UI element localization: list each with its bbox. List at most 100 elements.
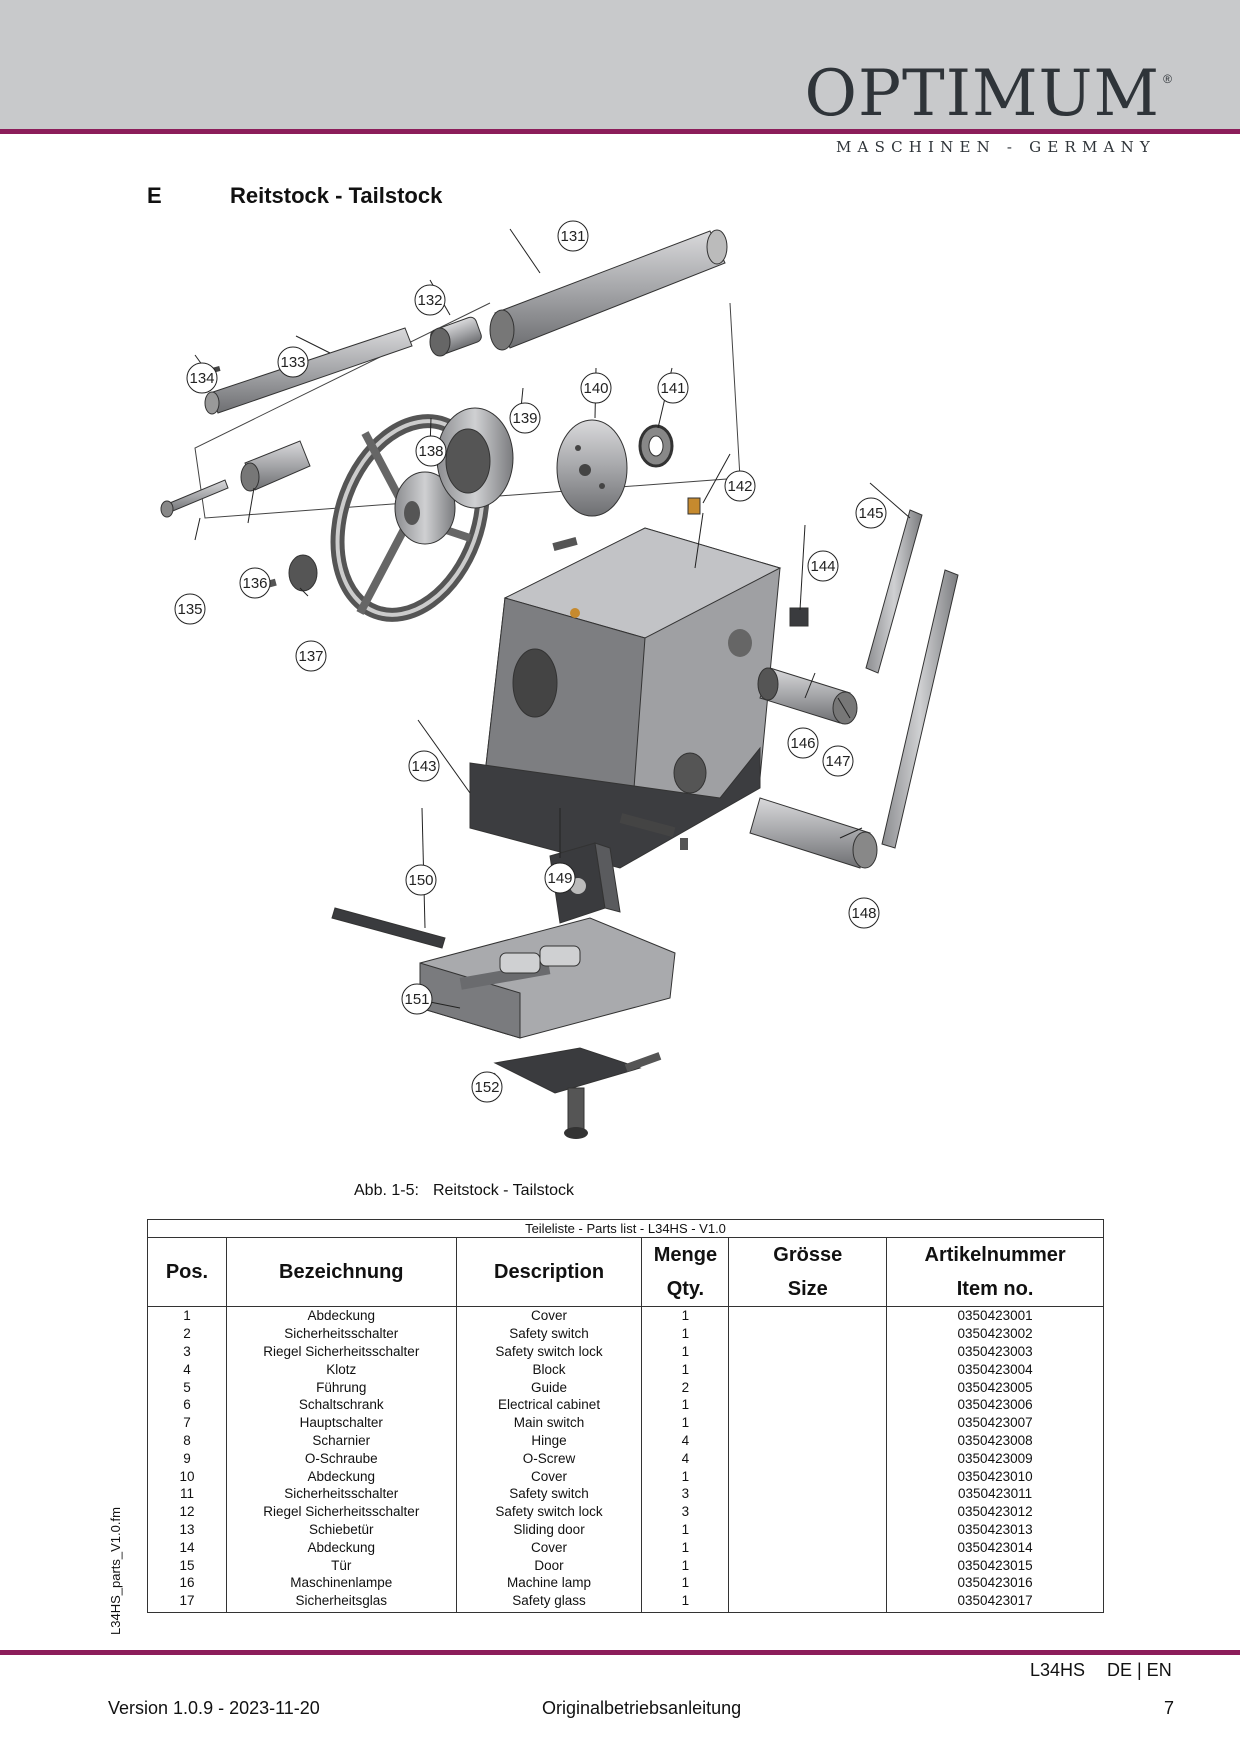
part-clamp-plate <box>493 1047 662 1139</box>
part-tailstock-body <box>469 527 782 869</box>
row-description: Main switch <box>455 1413 643 1432</box>
row-pos: 2 <box>147 1324 227 1343</box>
row-size <box>728 1484 888 1503</box>
row-pos: 15 <box>147 1556 227 1574</box>
row-size <box>728 1520 888 1539</box>
footer-version: Version 1.0.9 - 2023-11-20 <box>108 1698 320 1718</box>
callout-143: 143 <box>408 750 440 782</box>
side-file-name: L34HS_parts_V1.0.fm <box>108 1507 123 1635</box>
row-description: Guide <box>455 1378 643 1396</box>
callout-141: 141 <box>657 372 689 404</box>
row-description: Safety switch lock <box>455 1502 643 1521</box>
row-size <box>728 1306 888 1325</box>
part-handwheel <box>330 414 490 622</box>
callout-138: 138 <box>415 435 447 467</box>
callout-144: 144 <box>807 550 839 582</box>
svg-text:150: 150 <box>408 872 433 889</box>
row-qty: 2 <box>641 1378 730 1396</box>
footer-page-number: 7 <box>1164 1698 1175 1718</box>
callout-135: 135 <box>174 593 206 625</box>
header-pos: Pos. <box>147 1237 227 1307</box>
callout-134: 134 <box>186 362 218 394</box>
row-qty: 1 <box>641 1520 730 1539</box>
header-item-en: Item no. <box>956 1278 1034 1300</box>
row-size <box>728 1556 888 1574</box>
callout-137: 137 <box>295 640 327 672</box>
row-pos: 7 <box>147 1413 227 1432</box>
section-title: Reitstock - Tailstock <box>230 183 443 208</box>
row-bezeichnung: Tür <box>225 1556 457 1574</box>
row-item-no: 0350423011 <box>886 1484 1104 1503</box>
svg-text:138: 138 <box>418 443 443 460</box>
callout-142: 142 <box>724 470 756 502</box>
row-qty: 1 <box>641 1467 730 1485</box>
part-clamp-shaft <box>619 797 878 869</box>
row-bezeichnung: O-Schraube <box>225 1449 457 1468</box>
row-item-no: 0350423007 <box>886 1413 1104 1432</box>
row-pos: 12 <box>147 1502 227 1521</box>
brand-registered-mark: ® <box>1163 72 1172 86</box>
row-qty: 1 <box>641 1573 730 1592</box>
row-size <box>728 1467 888 1485</box>
row-size <box>728 1431 888 1450</box>
brand-subtitle: MASCHINEN - GERMANY <box>836 138 1156 156</box>
svg-text:146: 146 <box>790 735 815 752</box>
svg-text:144: 144 <box>810 558 835 575</box>
row-description: Block <box>455 1360 643 1379</box>
row-description: Safety switch <box>455 1324 643 1343</box>
row-item-no: 0350423005 <box>886 1378 1104 1396</box>
row-size <box>728 1449 888 1468</box>
callout-139: 139 <box>509 402 541 434</box>
row-size <box>728 1538 888 1557</box>
row-description: Machine lamp <box>455 1573 643 1592</box>
part-quill <box>489 229 728 351</box>
row-size <box>728 1395 888 1414</box>
row-bezeichnung: Sicherheitsschalter <box>225 1484 457 1503</box>
row-pos: 5 <box>147 1378 227 1396</box>
header-size-de: Grösse <box>773 1244 843 1266</box>
header-item-de: Artikelnummer <box>924 1244 1066 1266</box>
row-size <box>728 1342 888 1361</box>
row-description: Electrical cabinet <box>455 1395 643 1414</box>
callout-148: 148 <box>848 897 880 929</box>
row-description: Cover <box>455 1538 643 1557</box>
row-item-no: 0350423014 <box>886 1538 1104 1557</box>
row-item-no: 0350423006 <box>886 1395 1104 1414</box>
figure-caption-text: Reitstock - Tailstock <box>432 1182 575 1199</box>
part-clamp-block <box>789 607 809 627</box>
header-qty-de: Menge <box>653 1244 718 1266</box>
part-bearing-ring <box>436 407 578 551</box>
footer-rule <box>0 1650 1240 1655</box>
row-bezeichnung: Abdeckung <box>225 1306 457 1325</box>
row-pos: 8 <box>147 1431 227 1450</box>
header-description: Description <box>455 1237 643 1307</box>
callout-133: 133 <box>277 346 309 378</box>
row-description: O-Screw <box>455 1449 643 1468</box>
brand-logo: OPTIMUM <box>804 57 1160 131</box>
row-pos: 1 <box>147 1306 227 1325</box>
row-pos: 14 <box>147 1538 227 1557</box>
row-size <box>728 1591 888 1613</box>
header-rule <box>0 129 1240 134</box>
figure-caption-label: Abb. 1-5: <box>354 1182 419 1199</box>
part-oil-nipple <box>687 497 701 515</box>
row-pos: 9 <box>147 1449 227 1468</box>
callout-152: 152 <box>471 1071 503 1103</box>
row-bezeichnung: Abdeckung <box>225 1467 457 1485</box>
row-bezeichnung: Abdeckung <box>225 1538 457 1557</box>
figure-caption: Abb. 1-5: Reitstock - Tailstock <box>354 1182 574 1200</box>
